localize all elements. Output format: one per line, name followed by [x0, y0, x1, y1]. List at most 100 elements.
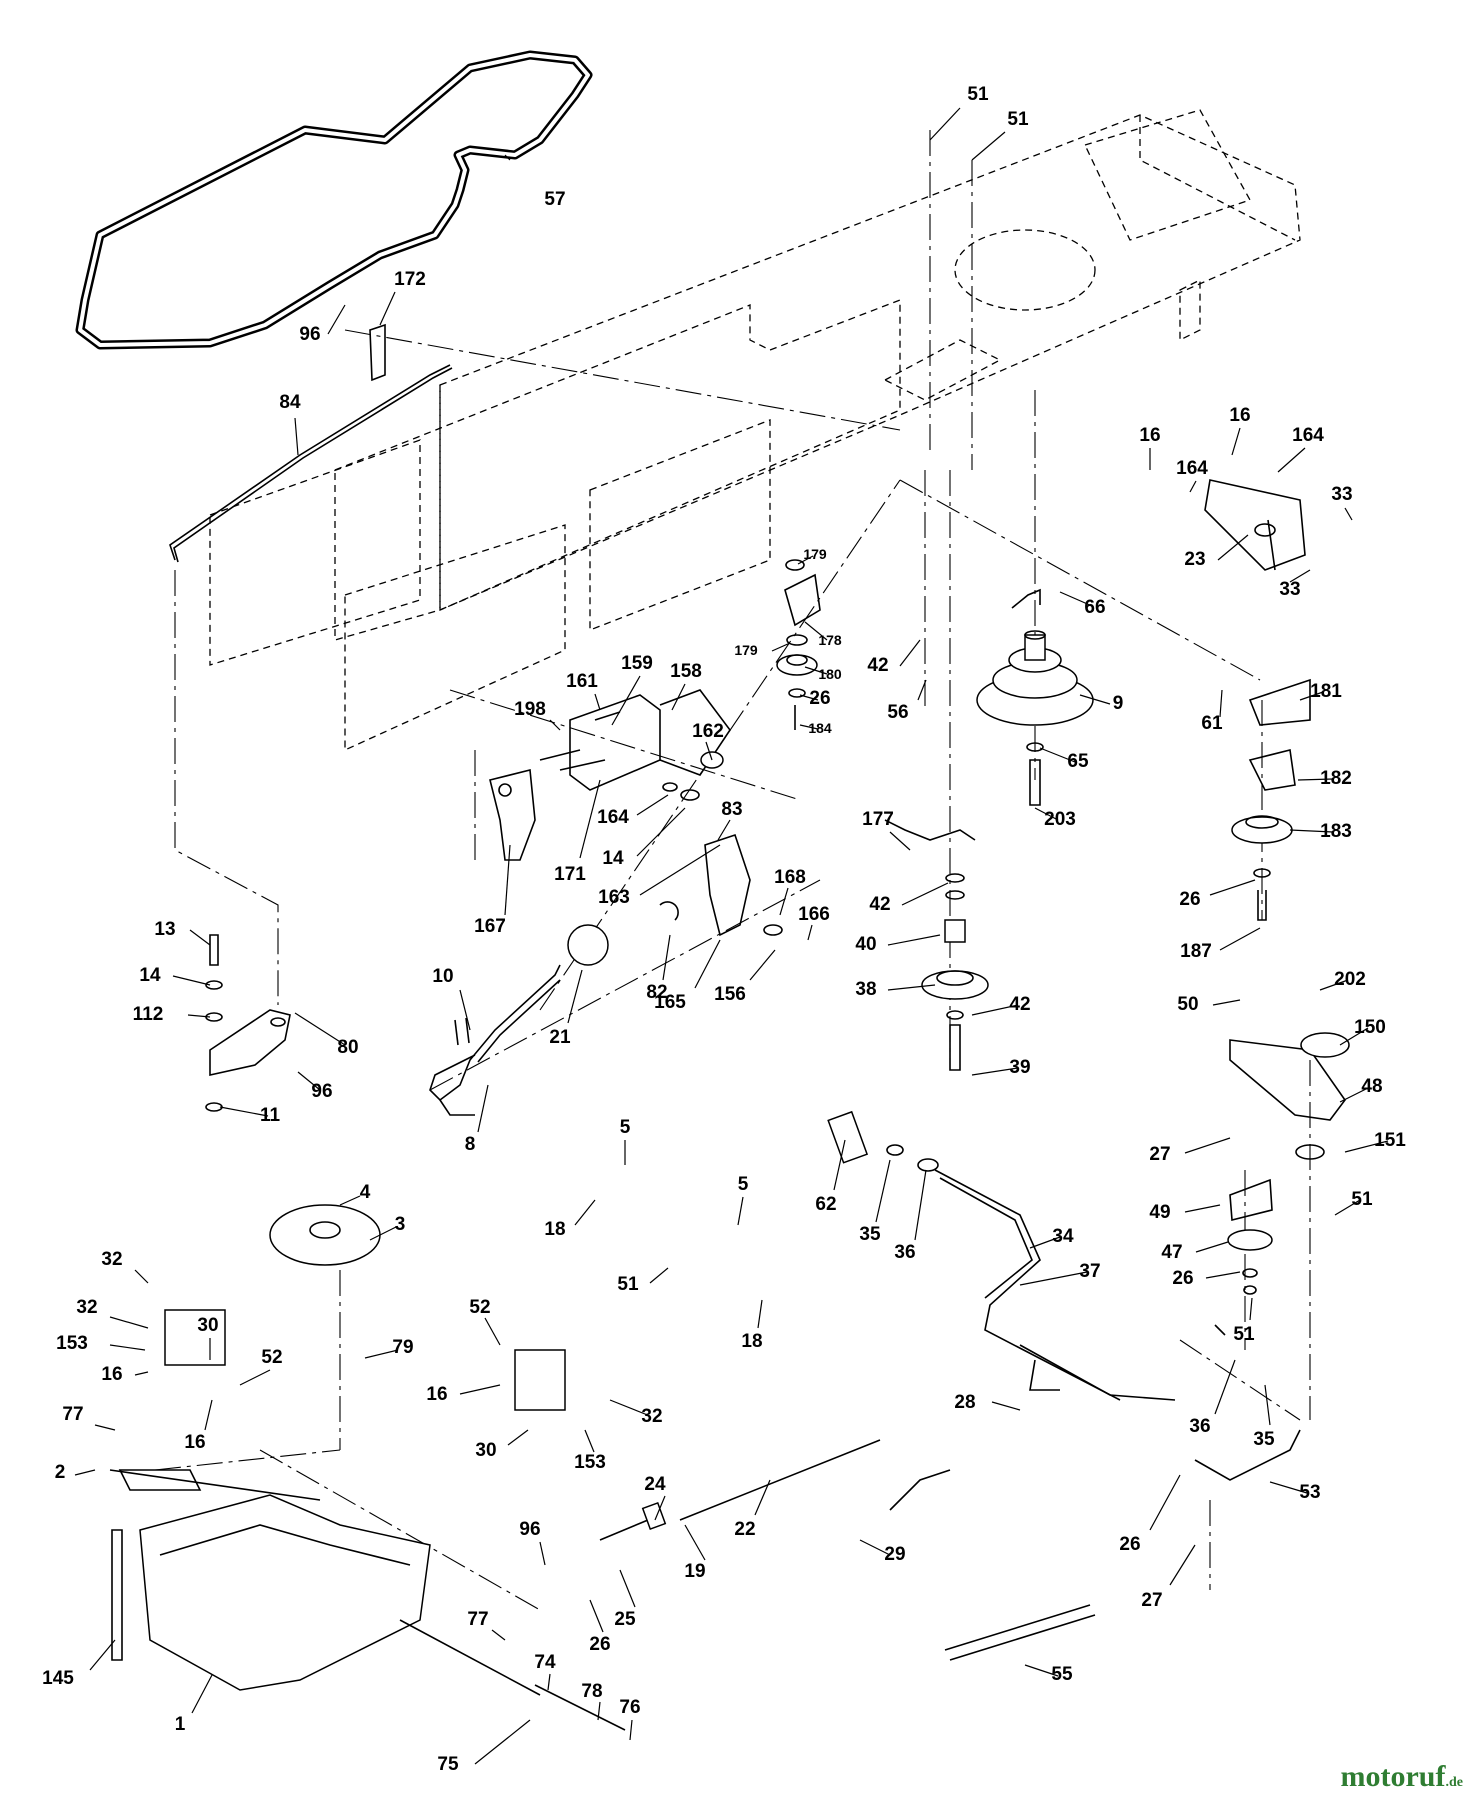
leader-c48 — [1339, 1086, 1371, 1103]
part-label-c187: 187 — [1180, 941, 1212, 962]
leader-c16c — [134, 1371, 149, 1376]
leader-c14a — [636, 807, 686, 857]
leader-c161 — [594, 693, 601, 711]
leader-c84 — [294, 417, 299, 456]
part-label-c156: 156 — [714, 984, 746, 1005]
part-label-c158: 158 — [670, 661, 702, 682]
part-label-c4: 4 — [360, 1182, 371, 1203]
leader-c164a — [1277, 447, 1306, 473]
part-label-c203: 203 — [1044, 809, 1076, 830]
part-label-c32c: 32 — [641, 1406, 662, 1427]
shift-lever-drawing — [429, 924, 609, 1116]
part-label-c27b: 27 — [1141, 1590, 1162, 1611]
part-label-c164b: 164 — [1176, 458, 1208, 479]
leader-c112 — [187, 1014, 211, 1018]
part-label-c32a: 32 — [101, 1249, 122, 1270]
part-label-c11: 11 — [260, 1105, 281, 1126]
leader-c32c — [609, 1399, 651, 1417]
leader-c183 — [1289, 829, 1334, 833]
part-label-c21: 21 — [549, 1027, 571, 1048]
part-label-c25: 25 — [614, 1609, 636, 1630]
part-label-c3: 3 — [395, 1214, 406, 1235]
leader-c33b — [1289, 569, 1311, 583]
frame-outline — [209, 109, 1301, 752]
leader-c178 — [804, 621, 828, 641]
leader-c96a — [327, 304, 346, 335]
part-label-c34: 34 — [1052, 1226, 1074, 1247]
leader-c13 — [189, 929, 211, 946]
part-label-c1: 1 — [175, 1714, 186, 1735]
leader-c37 — [1019, 1271, 1088, 1286]
part-label-c182: 182 — [1320, 768, 1352, 789]
leader-c51c — [1334, 1199, 1361, 1216]
leader-c35a — [875, 1159, 891, 1223]
leader-c55 — [1024, 1664, 1059, 1677]
part-label-c36b: 36 — [1189, 1416, 1210, 1437]
leader-c36a — [914, 1169, 927, 1241]
part-label-c10: 10 — [432, 966, 453, 987]
part-label-c112: 112 — [133, 1004, 164, 1025]
leader-c145 — [89, 1639, 116, 1671]
transaxle-drawing — [109, 1204, 1096, 1731]
part-label-c164c: 164 — [597, 807, 629, 828]
part-label-c151: 151 — [1374, 1130, 1406, 1151]
part-label-c32b: 32 — [76, 1297, 97, 1318]
part-label-c181: 181 — [1310, 681, 1342, 702]
clutch-pulley-drawing — [884, 819, 989, 1071]
leader-c164c — [636, 794, 669, 816]
part-label-c51c: 51 — [1351, 1189, 1373, 1210]
part-label-c150: 150 — [1354, 1017, 1386, 1038]
leader-c16e — [459, 1384, 501, 1395]
part-label-c171: 171 — [554, 864, 586, 885]
shift-bracket-drawing — [489, 689, 783, 937]
watermark-logo: motoruf.de — [1341, 1760, 1463, 1794]
leader-c1 — [191, 1674, 213, 1714]
leader-c82 — [662, 934, 671, 981]
part-label-c52a: 52 — [261, 1347, 282, 1368]
part-label-c184: 184 — [808, 720, 832, 736]
part-label-c19: 19 — [684, 1561, 705, 1582]
leader-c51d — [1249, 1297, 1253, 1321]
leader-c27a — [1184, 1137, 1231, 1154]
leader-c203 — [1034, 807, 1059, 821]
leader-c26a — [799, 694, 819, 701]
part-label-c51d: 51 — [1233, 1324, 1255, 1345]
leader-c53 — [1269, 1481, 1308, 1494]
leader-c179b — [771, 642, 791, 652]
part-label-c18b: 18 — [741, 1331, 762, 1352]
leader-c79 — [364, 1349, 399, 1359]
leader-c56 — [917, 679, 927, 701]
leader-c42a — [899, 639, 921, 667]
part-label-c26b: 26 — [1179, 889, 1200, 910]
right-lower-idler-drawing — [1227, 1032, 1350, 1295]
part-label-c164a: 164 — [1292, 425, 1324, 446]
part-label-c183: 183 — [1320, 821, 1352, 842]
part-label-c49: 49 — [1149, 1202, 1170, 1223]
leader-c27b — [1169, 1544, 1196, 1586]
leader-c52a — [239, 1369, 271, 1386]
leader-c163 — [639, 844, 721, 896]
leader-c153a — [109, 1344, 146, 1351]
part-label-c42c: 42 — [1009, 994, 1030, 1015]
part-label-c29: 29 — [884, 1544, 905, 1565]
engine-pulley-drawing — [976, 588, 1094, 806]
leader-c51a — [929, 107, 961, 141]
leader-c78 — [597, 1701, 601, 1721]
part-label-c42a: 42 — [867, 655, 888, 676]
leader-c202 — [1319, 979, 1349, 991]
part-label-c96c: 96 — [519, 1519, 540, 1540]
leader-c52b — [484, 1317, 501, 1346]
callout-layer: 5751511729684161616416433233317917817918… — [42, 84, 1406, 1775]
part-label-c52b: 52 — [469, 1297, 490, 1318]
leader-c159 — [611, 675, 641, 726]
part-label-c8: 8 — [465, 1134, 476, 1155]
leader-c165 — [694, 939, 721, 989]
leader-c42c — [971, 1004, 1019, 1016]
part-label-c48: 48 — [1361, 1076, 1382, 1097]
part-label-c30b: 30 — [475, 1440, 496, 1461]
part-label-c14a: 14 — [602, 848, 624, 869]
leader-c14b — [172, 975, 211, 986]
part-label-c27a: 27 — [1149, 1144, 1170, 1165]
leader-c57 — [504, 154, 511, 161]
part-label-c159: 159 — [621, 653, 653, 674]
